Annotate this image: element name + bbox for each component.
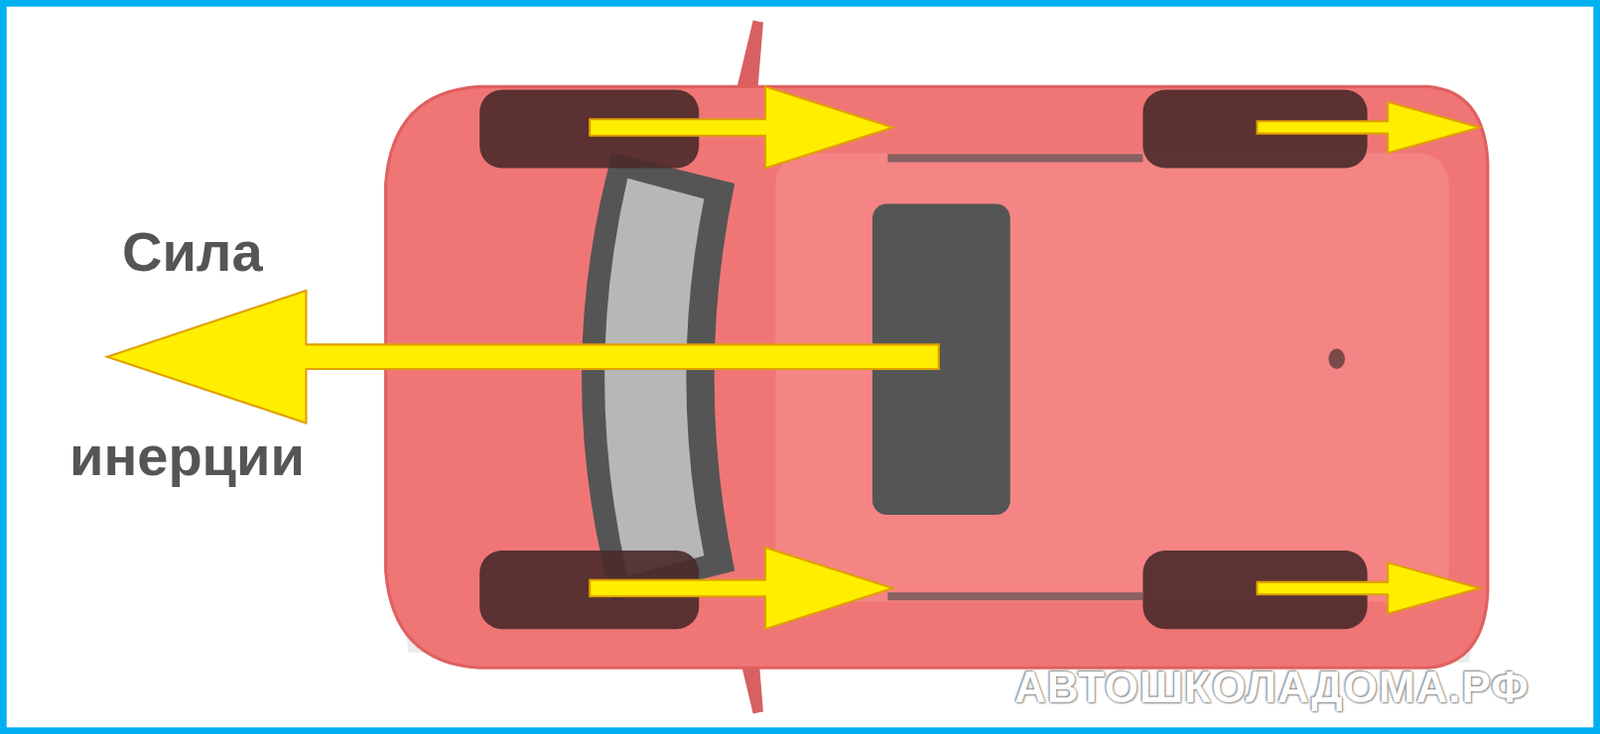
- windshield: [581, 152, 735, 602]
- watermark: АВТОШКОЛАДОМА.РФ: [1014, 666, 1530, 710]
- car-roof: [775, 152, 1450, 602]
- car-body: [386, 86, 1488, 668]
- force-arrows: [107, 86, 1480, 630]
- antenna: [1329, 349, 1345, 371]
- wheel-arrow: [589, 547, 893, 630]
- wheel-arrow: [1257, 102, 1480, 153]
- inertia-arrow: [107, 290, 939, 424]
- wheel-arrow: [1257, 562, 1480, 614]
- wheel-arrow: [589, 86, 893, 168]
- force-label: Сила: [122, 224, 264, 280]
- roof-rail: [887, 592, 1143, 601]
- windshield-glare: [604, 178, 704, 577]
- roof-rail: [887, 153, 1143, 162]
- force-label: инерции: [69, 428, 305, 485]
